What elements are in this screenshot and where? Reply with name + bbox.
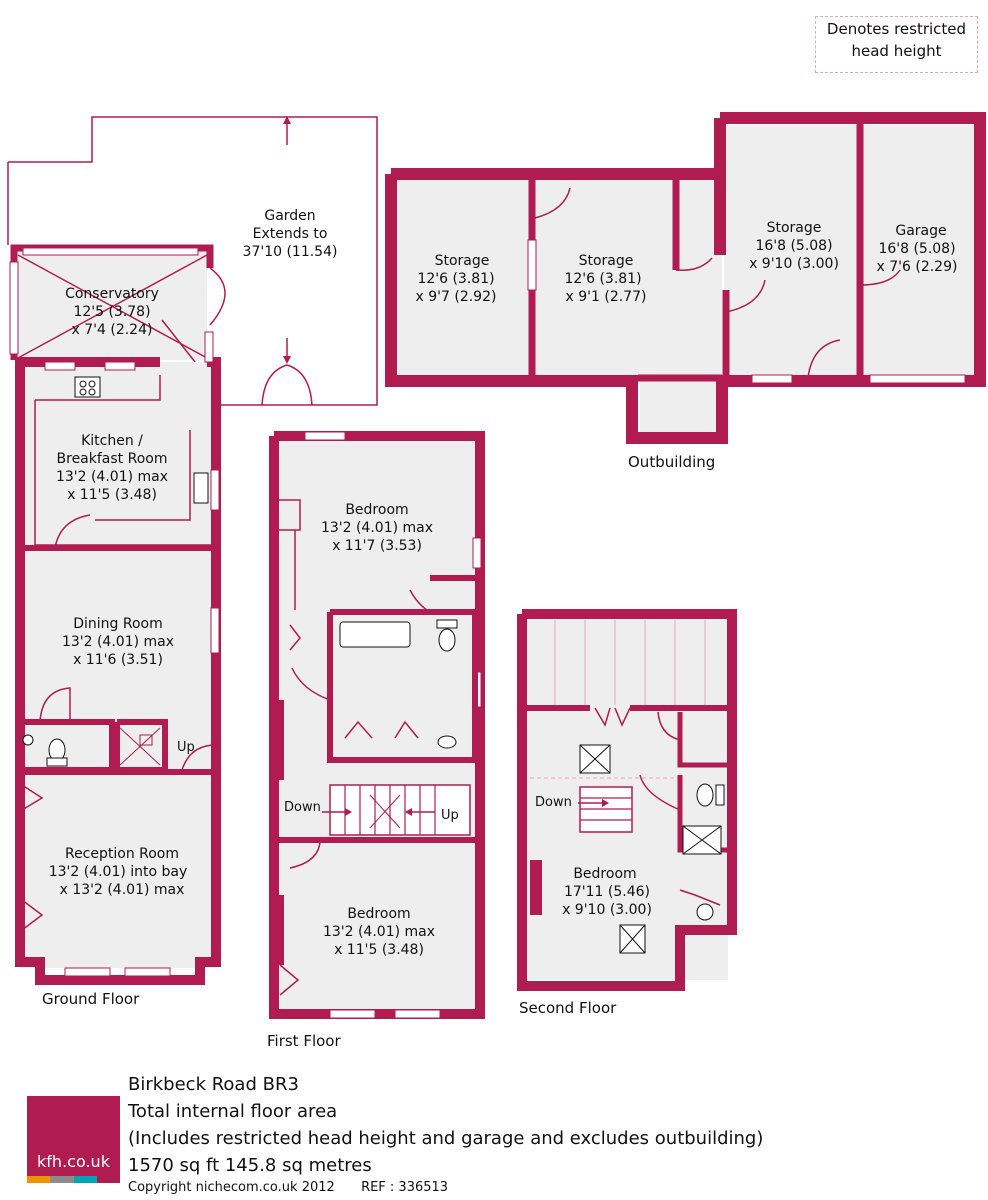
bedroom-2-line-3: x 11'5 (3.48): [334, 942, 424, 958]
kitchen-label: Kitchen / Breakfast Room 13'2 (4.01) max…: [56, 433, 168, 503]
conservatory-label: Conservatory 12'5 (3.78) x 7'4 (2.24): [65, 286, 159, 338]
dining-label: Dining Room 13'2 (4.01) max x 11'6 (3.51…: [62, 616, 174, 668]
reference-number: REF : 336513: [361, 1180, 449, 1195]
kitchen-line-2: Breakfast Room: [57, 451, 168, 467]
dining-line-2: 13'2 (4.01) max: [62, 634, 174, 650]
property-info: Birkbeck Road BR3 Total internal floor a…: [128, 1071, 763, 1179]
second-floor-stairs: [580, 797, 632, 821]
bedroom-1-line-1: Bedroom: [345, 502, 408, 518]
bedroom-2-line-2: 13'2 (4.01) max: [323, 924, 435, 940]
bedroom-1-label: Bedroom 13'2 (4.01) max x 11'7 (3.53): [321, 502, 433, 554]
reception-line-1: Reception Room: [65, 846, 179, 862]
second-down-label: Down: [535, 795, 572, 810]
storage-1-label: Storage 12'6 (3.81) x 9'7 (2.92): [416, 253, 497, 305]
conservatory-line-1: Conservatory: [65, 286, 159, 302]
second-floor-plan: [517, 609, 737, 991]
storage-2-label: Storage 12'6 (3.81) x 9'1 (2.77): [564, 253, 646, 305]
garage-label: Garage 16'8 (5.08) x 7'6 (2.29): [877, 223, 958, 275]
copyright-line: Copyright nichecom.co.uk 2012 REF : 3365…: [128, 1180, 448, 1195]
storage-2-line-2: 12'6 (3.81): [564, 271, 641, 287]
area-title: Total internal floor area: [128, 1101, 338, 1122]
garage-line-2: 16'8 (5.08): [878, 241, 955, 257]
kitchen-line-1: Kitchen /: [81, 433, 143, 449]
garage-line-3: x 7'6 (2.29): [877, 259, 958, 275]
outbuilding-label: Outbuilding: [628, 453, 715, 471]
first-floor-plan: [269, 431, 485, 1019]
bedroom-2-line-1: Bedroom: [347, 906, 410, 922]
kitchen-line-3: 13'2 (4.01) max: [56, 469, 168, 485]
storage-2-line-3: x 9'1 (2.77): [566, 289, 647, 305]
legend-line-1: Denotes restricted: [826, 20, 967, 38]
bedroom-1-line-3: x 11'7 (3.53): [332, 538, 422, 554]
garden-line-1: Garden: [264, 208, 315, 224]
storage-1-line-3: x 9'7 (2.92): [416, 289, 497, 305]
second-floor-label: Second Floor: [519, 999, 617, 1017]
first-up-label: Up: [441, 808, 459, 823]
ground-floor-plan: [9, 244, 226, 985]
storage-3-line-1: Storage: [767, 220, 822, 236]
bedroom-3-line-1: Bedroom: [573, 866, 636, 882]
garden-line-3: 37'10 (11.54): [243, 244, 338, 260]
bedroom-1-line-2: 13'2 (4.01) max: [321, 520, 433, 536]
area-note: (Includes restricted head height and gar…: [128, 1128, 764, 1149]
kitchen-line-4: x 11'5 (3.48): [67, 487, 157, 503]
ground-floor-label: Ground Floor: [42, 990, 140, 1008]
area-value: 1570 sq ft 145.8 sq metres: [128, 1155, 372, 1176]
bedroom-3-label: Bedroom 17'11 (5.46) x 9'10 (3.00): [562, 866, 652, 918]
ground-up-label: Up: [177, 740, 195, 755]
storage-3-line-2: 16'8 (5.08): [755, 238, 832, 254]
logo-text: kfh.co.uk: [37, 1152, 110, 1171]
bedroom-2-label: Bedroom 13'2 (4.01) max x 11'5 (3.48): [323, 906, 435, 958]
logo-bar-segment: [96, 1176, 120, 1183]
garden-line-2: Extends to: [253, 226, 328, 242]
kfh-logo: kfh.co.uk: [27, 1096, 120, 1183]
storage-1-line-2: 12'6 (3.81): [417, 271, 494, 287]
logo-bar-segment: [73, 1176, 97, 1183]
restricted-height-lines: [530, 620, 706, 779]
outbuilding-plan: [385, 112, 986, 444]
bedroom-3-line-2: 17'11 (5.46): [564, 884, 650, 900]
restricted-head-height-legend: Denotes restricted head height: [815, 16, 978, 73]
dining-line-3: x 11'6 (3.51): [73, 652, 163, 668]
logo-bar-segment: [50, 1176, 74, 1183]
storage-3-label: Storage 16'8 (5.08) x 9'10 (3.00): [749, 220, 839, 272]
logo-color-bar: [27, 1176, 120, 1183]
storage-2-line-1: Storage: [579, 253, 634, 269]
storage-1-line-1: Storage: [435, 253, 490, 269]
conservatory-line-2: 12'5 (3.78): [73, 304, 150, 320]
reception-label: Reception Room 13'2 (4.01) into bay x 13…: [49, 846, 188, 898]
conservatory-line-3: x 7'4 (2.24): [72, 322, 153, 338]
reception-line-2: 13'2 (4.01) into bay: [49, 864, 188, 880]
logo-bar-segment: [27, 1176, 51, 1183]
property-address: Birkbeck Road BR3: [128, 1074, 299, 1095]
legend-line-2: head height: [851, 42, 942, 60]
reception-line-3: x 13'2 (4.01) max: [60, 882, 185, 898]
storage-3-line-3: x 9'10 (3.00): [749, 256, 839, 272]
first-floor-label: First Floor: [267, 1032, 341, 1050]
garden-label: Garden Extends to 37'10 (11.54): [243, 208, 338, 260]
first-down-label: Down: [284, 800, 321, 815]
dining-line-1: Dining Room: [73, 616, 163, 632]
copyright-text: Copyright nichecom.co.uk 2012: [128, 1180, 335, 1195]
garage-line-1: Garage: [895, 223, 946, 239]
bedroom-3-line-3: x 9'10 (3.00): [562, 902, 652, 918]
